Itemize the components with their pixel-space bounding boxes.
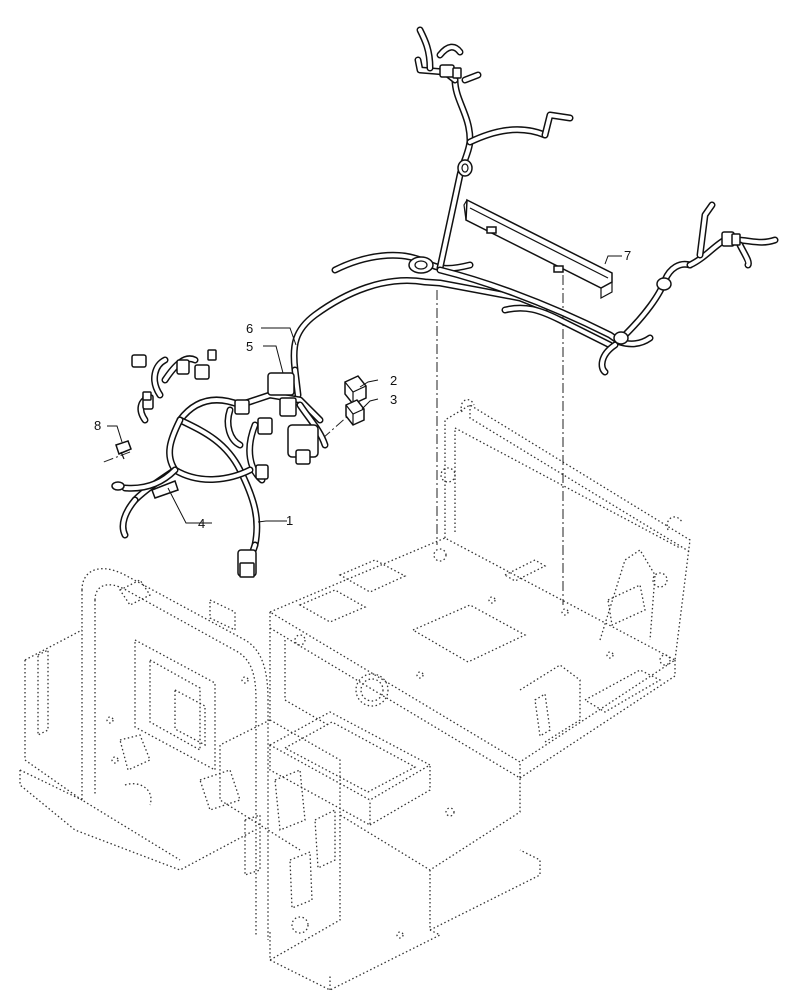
callout-7: 7 — [624, 248, 631, 263]
harness-item-6 — [290, 26, 779, 376]
connector-item-3 — [345, 399, 365, 426]
callout-3: 3 — [390, 392, 397, 407]
cable-tie-item-4 — [151, 480, 179, 499]
callout-5: 5 — [246, 339, 253, 354]
leader-lines — [107, 255, 622, 524]
bracket-item-7 — [463, 198, 613, 300]
callout-4: 4 — [198, 516, 205, 531]
bolt-item-8 — [115, 440, 132, 460]
callout-6: 6 — [246, 321, 253, 336]
callout-8: 8 — [94, 418, 101, 433]
callout-labels: 1 2 3 4 5 6 7 8 — [94, 248, 631, 531]
connector-item-2 — [344, 375, 367, 405]
callout-1: 1 — [286, 513, 293, 528]
harness-item-1 — [111, 349, 329, 578]
chassis-frame — [19, 399, 691, 991]
callout-2: 2 — [390, 373, 397, 388]
